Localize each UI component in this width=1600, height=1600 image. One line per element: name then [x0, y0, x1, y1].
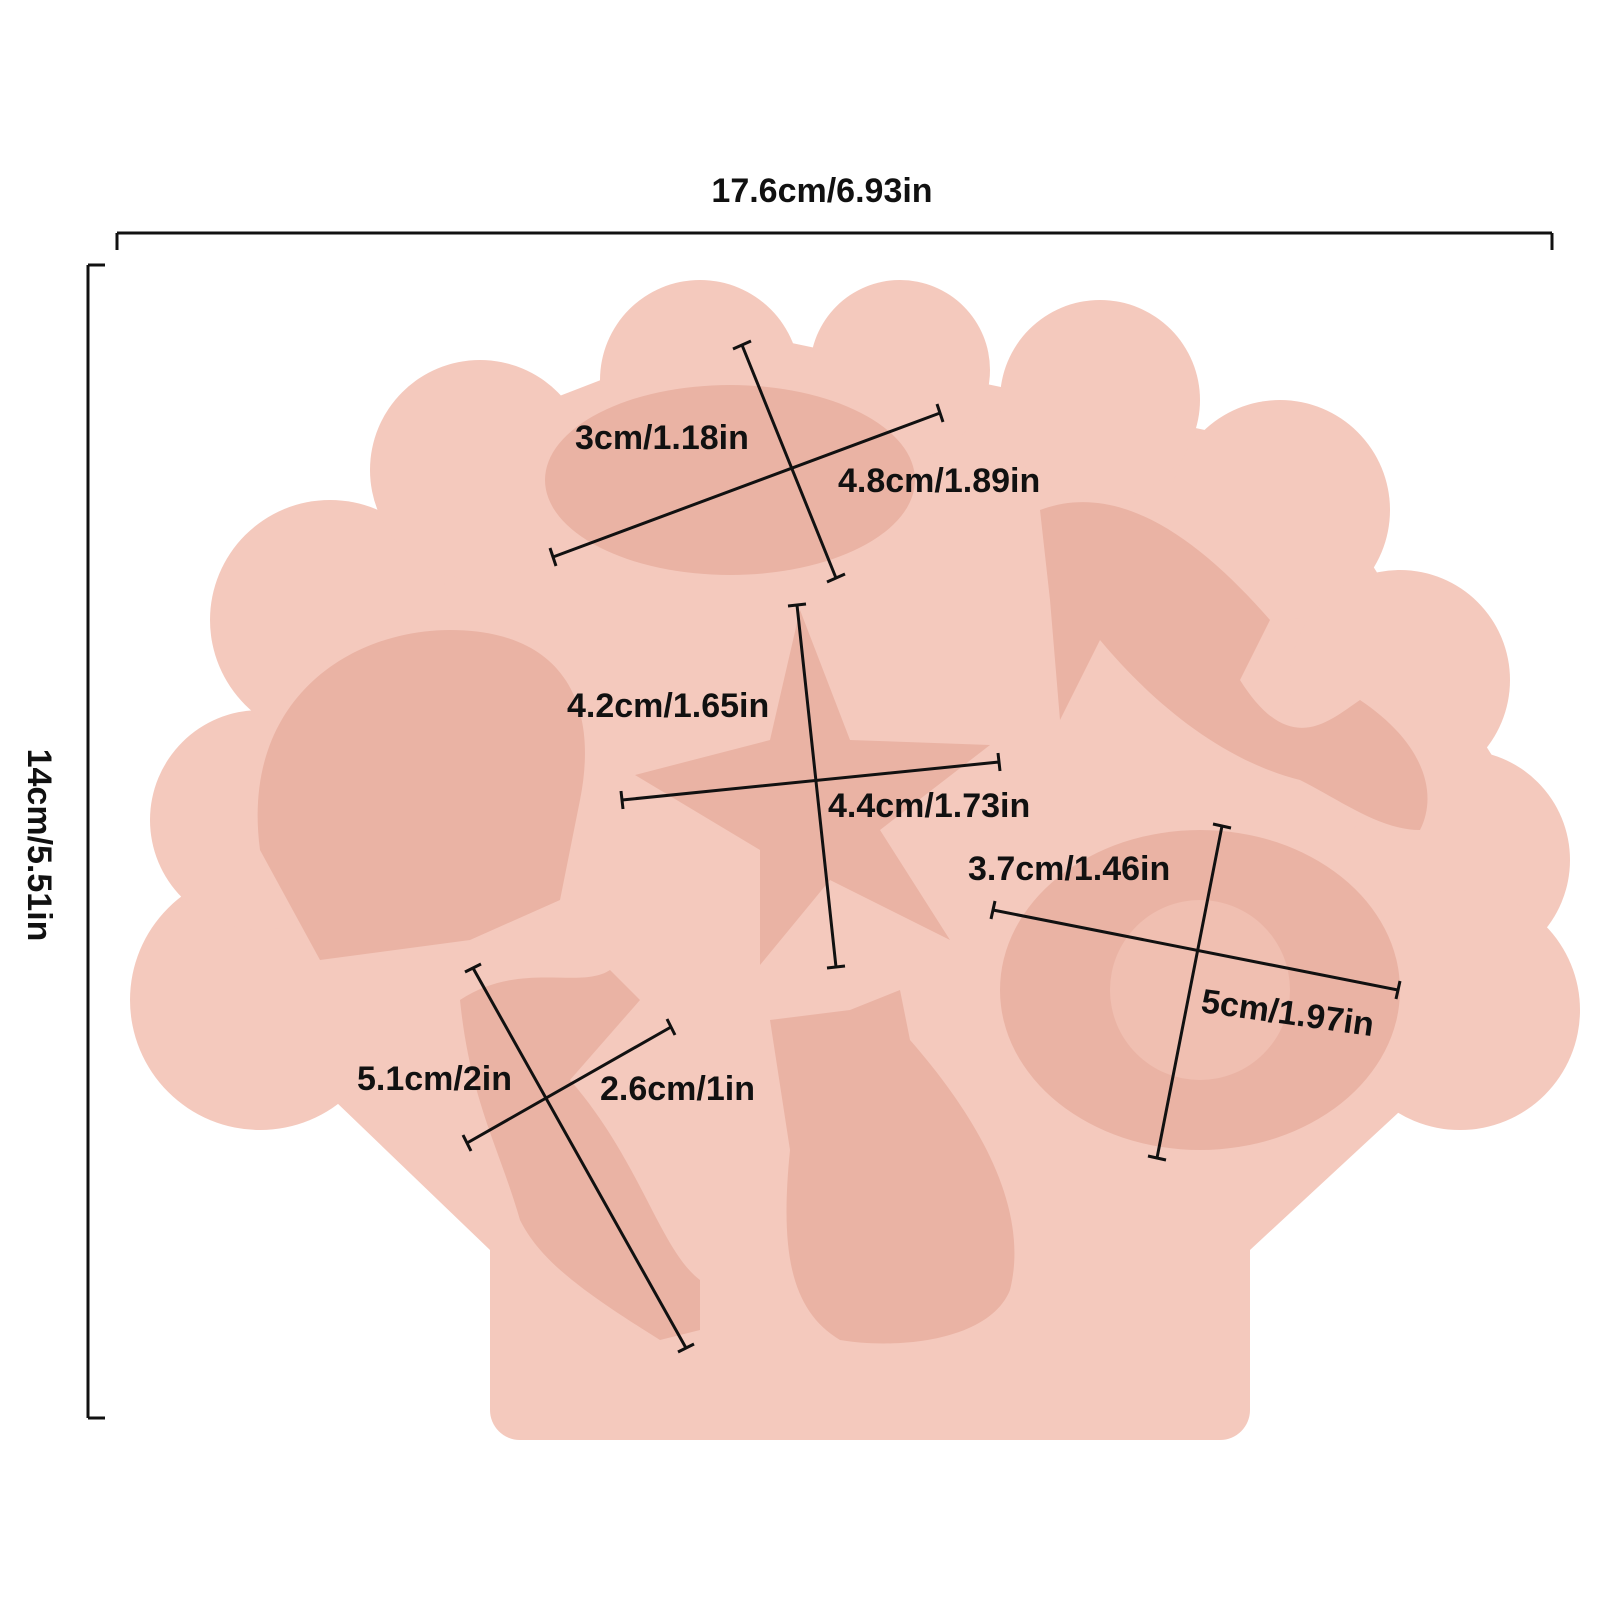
turtle-height-label: 3cm/1.18in: [575, 419, 749, 457]
width-label: 17.6cm/6.93in: [711, 172, 932, 210]
width-dimension: 17.6cm/6.93in: [115, 172, 1554, 250]
starfish-width-label: 4.4cm/1.73in: [828, 787, 1030, 825]
snail-height-label: 3.7cm/1.46in: [968, 850, 1170, 888]
starfish-cavity: [635, 610, 990, 965]
seahorse-cavity: [460, 970, 700, 1340]
turtle-width-label: 4.8cm/1.89in: [838, 462, 1040, 500]
mermaid-tail-cavity: [770, 990, 1015, 1344]
seahorse-width-label: 2.6cm/1in: [600, 1070, 755, 1108]
seahorse-height-label: 5.1cm/2in: [357, 1060, 512, 1098]
starfish-height-label: 4.2cm/1.65in: [567, 687, 769, 725]
height-dimension: 14cm/5.51in: [20, 263, 105, 1420]
scallop-shell-cavity: [257, 630, 585, 960]
height-label: 14cm/5.51in: [20, 749, 58, 942]
turtle-cavity: [545, 385, 915, 575]
dolphin-cavity: [1040, 502, 1428, 830]
